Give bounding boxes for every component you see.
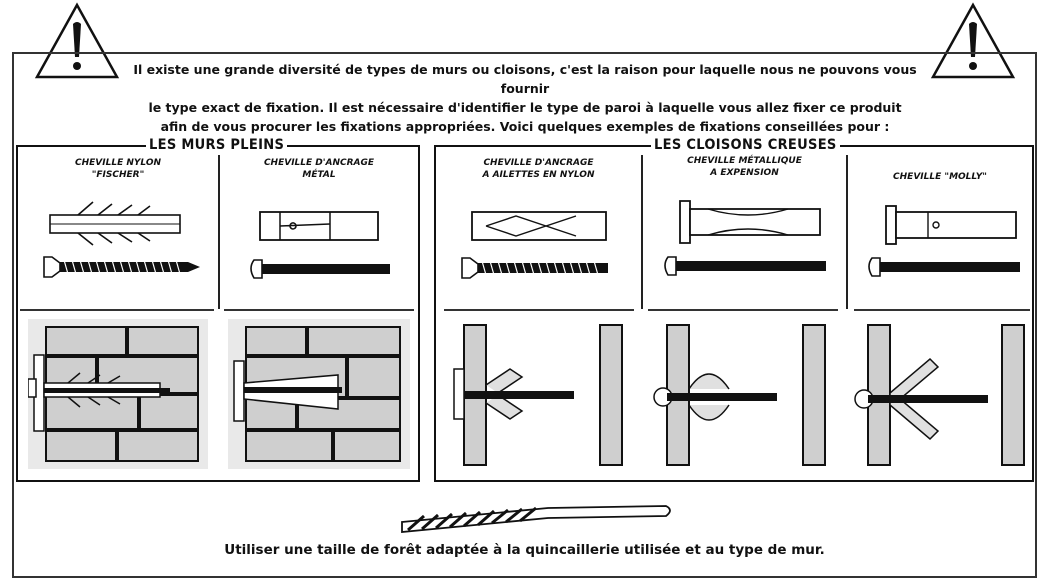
fixing-metal-anchor: CHEVILLE D'ANCRAGE MÉTAL [220, 147, 418, 479]
drill-bit-icon [401, 505, 671, 533]
footer-instruction: Utiliser une taille de forêt adaptée à l… [224, 542, 825, 558]
row-divider [854, 309, 1030, 311]
column-divider [846, 155, 848, 309]
fixing-caption: CHEVILLE MÉTALLIQUE A EXPENSION [687, 156, 802, 178]
metal-expansion-anchor-and-screw-icon [664, 200, 826, 276]
intro-line-3: afin de vous procurer les fixations appr… [160, 119, 890, 134]
fixing-nylon-fischer: CHEVILLE NYLON "FISCHER" [18, 147, 218, 479]
solid-walls-title: LES MURS PLEINS [146, 136, 288, 154]
fixing-caption: CHEVILLE D'ANCRAGE MÉTAL [263, 158, 375, 180]
metal-anchor-and-bolt-icon [250, 211, 390, 279]
fixing-molly: CHEVILLE "MOLLY" [848, 147, 1032, 479]
warning-triangle-icon [34, 2, 120, 79]
molly-anchor-and-screw-icon [868, 205, 1020, 277]
intro-line-1: Il existe une grande diversité de types … [133, 62, 917, 96]
nylon-wing-anchor-and-screw-icon [461, 211, 608, 279]
row-divider [20, 309, 214, 311]
intro-line-2: le type exact de fixation. Il est nécess… [148, 100, 902, 115]
hollow-wall-cross-section-icon [453, 324, 623, 466]
column-divider [218, 155, 220, 309]
fixing-metal-expansion: CHEVILLE MÉTALLIQUE A EXPENSION [643, 147, 846, 479]
hollow-wall-cross-section-icon [854, 324, 1025, 466]
row-divider [648, 309, 838, 311]
intro-text: Il existe une grande diversité de types … [120, 60, 930, 136]
content-frame [12, 52, 1037, 578]
hollow-walls-title: LES CLOISONS CREUSES [651, 136, 840, 154]
column-divider [641, 155, 643, 309]
brick-wall-cross-section-icon [28, 319, 208, 469]
hollow-walls-panel: LES CLOISONS CREUSES CHEVILLE D'ANCRAGE … [434, 136, 1034, 482]
row-divider [444, 309, 634, 311]
row-divider [224, 309, 414, 311]
brick-wall-cross-section-icon [228, 319, 410, 469]
solid-walls-panel: LES MURS PLEINS CHEVILLE NYLON "FISCHER" [16, 136, 420, 482]
fixing-caption: CHEVILLE NYLON "FISCHER" [75, 158, 161, 180]
fixing-nylon-wing-anchor: CHEVILLE D'ANCRAGE A AILETTES EN NYLON [436, 147, 641, 479]
warning-triangle-icon [930, 2, 1016, 79]
fixing-caption: CHEVILLE "MOLLY" [893, 172, 987, 182]
nylon-plug-and-screw-icon [43, 201, 200, 278]
hollow-wall-cross-section-icon [653, 324, 826, 466]
fixing-caption: CHEVILLE D'ANCRAGE A AILETTES EN NYLON [482, 158, 595, 180]
